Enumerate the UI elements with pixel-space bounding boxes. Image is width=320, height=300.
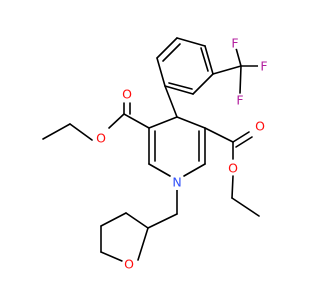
bond-phenyl-6	[176, 37, 206, 47]
atom-o-ester1-ether: O	[94, 131, 108, 146]
bond-phenyl-2	[156, 57, 166, 87]
atom-label-layer: O O O O N O F F	[94, 36, 270, 272]
bond-ester1-ethyl	[42, 123, 71, 140]
bond-phenyl-double-2	[168, 82, 193, 90]
bond-layer	[42, 37, 260, 262]
bond-phenyl-c4	[164, 85, 178, 118]
bond-thf-1	[125, 212, 149, 229]
bond-phenyl-4	[192, 73, 214, 95]
bond-ester1-ether	[108, 113, 125, 129]
bond-c6-n	[183, 163, 206, 177]
atom-label-text: F	[236, 93, 243, 108]
atom-label-text: O	[96, 131, 106, 146]
atom-o-ester1-carbonyl: O	[120, 87, 134, 102]
bond-aryl-cf3	[212, 65, 242, 75]
atom-o-ester2-carbonyl: O	[253, 119, 267, 134]
atom-label-text: O	[255, 119, 265, 134]
atom-label-text: O	[122, 87, 132, 102]
bond-ester2-ethyl	[231, 197, 260, 217]
bond-ester1-o-ethyl	[69, 123, 93, 141]
atom-f-bottom: F	[234, 93, 246, 108]
bond-c3-ester1-carbon	[123, 113, 150, 129]
bond-phenyl-1	[156, 37, 178, 59]
bond-phenyl-double-3	[200, 47, 209, 72]
atom-n-ring: N	[169, 174, 185, 190]
atom-label-text: O	[228, 161, 238, 176]
atom-f-top: F	[229, 36, 241, 51]
bond-ester2-o-ethyl	[231, 175, 234, 199]
bond-thf-4	[100, 251, 123, 262]
atom-label-text: F	[260, 59, 267, 74]
bond-ch2-thf	[147, 213, 178, 229]
bond-c-f-bottom	[239, 65, 242, 94]
atom-o-ester2-ether: O	[226, 161, 240, 176]
bond-phenyl-3	[164, 85, 194, 95]
bond-c4-c3	[148, 116, 178, 129]
bond-ester2-carbonyl-double	[235, 136, 253, 148]
atom-f-right: F	[258, 59, 270, 74]
bond-thf-2	[100, 212, 127, 227]
bond-ester2-carbonyl	[232, 131, 250, 143]
atom-label-text: O	[124, 257, 134, 272]
bond-c5-ester2-carbon	[204, 127, 234, 143]
bond-c4-c5	[176, 116, 206, 129]
bond-c-f-top	[235, 47, 242, 67]
bond-phenyl-double-1	[162, 43, 181, 62]
atom-label-text: N	[172, 175, 181, 190]
atom-o-thf: O	[122, 257, 136, 272]
bond-phenyl-5	[204, 45, 214, 75]
molecule-structure-diagram: O O O O N O F F	[42, 35, 270, 272]
bond-c2-n	[148, 163, 171, 177]
bond-thf-5	[137, 227, 149, 261]
atom-label-text: F	[231, 36, 238, 51]
